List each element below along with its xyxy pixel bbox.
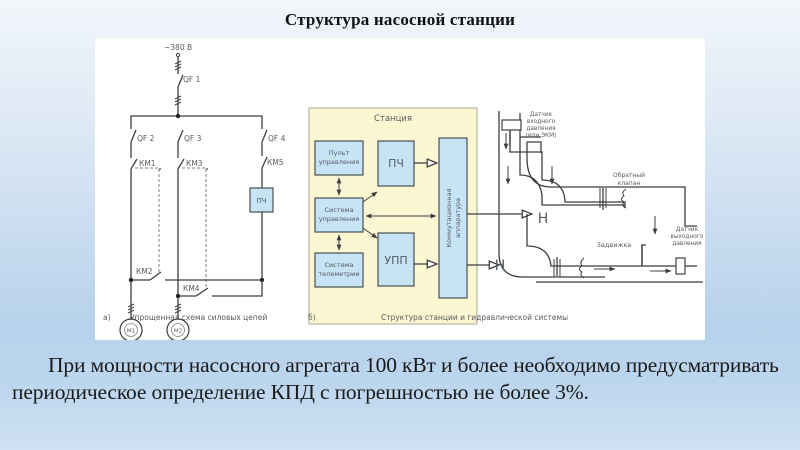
gate-valve-2-icon (579, 257, 585, 279)
switchgear-block (438, 137, 468, 299)
motor-m1-icon (119, 318, 143, 340)
inlet-sensor-label-line4: (или ЭКМ) (526, 133, 557, 139)
three-phase-mark-icon (174, 60, 182, 71)
inlet-pressure-sensor-icon (501, 119, 522, 131)
breaker-qf1-icon (177, 74, 184, 88)
breaker-qf2-icon (130, 129, 137, 143)
pump1-discharge-pipe (526, 142, 697, 227)
station-label: Станция (374, 114, 412, 124)
pump1-label: Н (538, 211, 549, 227)
slide-body-text: При мощности насосного агрегата 100 кВт … (12, 353, 779, 404)
telemetry-system-label-line1: Система (324, 261, 353, 269)
interlock-dot-icon (159, 168, 161, 170)
contactor-km1-label: КМ1 (139, 159, 156, 168)
motor-m1-label: М1 (127, 329, 135, 335)
power-circuit-schematic: ~380 В QF 1 QF 2 (103, 43, 286, 340)
breaker-qf3-label: QF 3 (184, 134, 202, 143)
interlock-dot-icon (206, 168, 208, 170)
motor-m2-label: М2 (174, 329, 182, 335)
contactor-km1-icon (130, 158, 138, 170)
vfd-block (377, 140, 415, 187)
breaker-qf2-label: QF 2 (137, 134, 155, 143)
contactor-km5-icon (261, 156, 268, 169)
junction-icon (128, 277, 134, 283)
switchgear-label-line1: Коммутационная (445, 188, 453, 247)
contactor-km4-icon (195, 287, 209, 297)
control-system-label-line2: управления (319, 215, 360, 223)
contactor-km3-icon (177, 158, 185, 170)
pump-station-diagram: ~380 В QF 1 QF 2 (103, 43, 704, 340)
contactor-km3-label: КМ3 (186, 159, 203, 168)
caption-a-letter: а) (103, 313, 111, 322)
outlet-header (641, 245, 676, 267)
outlet-sensor-label-line3: давления (672, 241, 701, 247)
soft-starter-block (377, 232, 415, 287)
breaker-qf1-label: QF 1 (183, 75, 201, 84)
caption-b-letter: б) (308, 313, 316, 322)
contactor-km4-label: КМ4 (183, 284, 200, 293)
contactor-km2-label: КМ2 (136, 267, 153, 276)
control-to-vfd-arrow (362, 191, 378, 203)
gate-valve-1-icon (621, 188, 627, 209)
km3-km4-interlock (182, 167, 207, 287)
motor-m2-icon (166, 318, 190, 340)
control-panel-label-line2: управления (319, 158, 360, 166)
switchgear-label-line2: аппаратура (454, 198, 462, 238)
breaker-qf4-icon (261, 129, 268, 143)
supply-voltage-label: ~380 В (164, 43, 192, 52)
control-panel-label-line1: Пульт (329, 149, 350, 157)
pump1-upper-wall (527, 141, 542, 153)
vfd-label: ПЧ (388, 157, 404, 170)
inlet-sensor-label-line1: Датчик (530, 112, 553, 118)
gate-valve-label: Задвижка (597, 241, 631, 249)
control-to-softstarter-arrow (362, 227, 378, 239)
outlet-sensor-label-line2: выходного (671, 234, 704, 240)
main-busbar (130, 115, 263, 129)
hydraulic-system: Н Н (495, 111, 704, 283)
caption-b-text: Структура станции и гидравлической систе… (381, 313, 568, 322)
control-panel-block (314, 140, 364, 176)
caption-a-text: Упрощенная схема силовых цепей (130, 313, 267, 322)
pump2-label: Н (495, 258, 506, 274)
outlet-sensor-label-line1: Датчик (676, 227, 699, 233)
breaker-qf4-label: QF 4 (268, 134, 286, 143)
power-circuit-vfd-label: ПЧ (256, 197, 266, 205)
station-structure-diagram: Станция Пульт управления Система управле… (308, 107, 704, 325)
soft-starter-label: УПП (384, 254, 407, 267)
inlet-sensor-label-line3: давления (526, 126, 555, 132)
three-phase-mark-icon (174, 95, 182, 106)
check-valve-label-line1: Обратный (613, 172, 645, 179)
pump2-discharge-pipe (526, 214, 646, 267)
contactor-km2-icon (149, 271, 162, 281)
suction-pipe-outer (498, 111, 605, 278)
km1-km2-interlock (135, 167, 160, 272)
control-system-label-line1: Система (324, 206, 353, 214)
slide-title: Структура насосной станции (284, 10, 516, 29)
pump1-outer-wall (509, 130, 626, 208)
bus-junction-icon (175, 113, 181, 119)
pump-station-figure: ~380 В QF 1 QF 2 (95, 38, 705, 340)
suction-pipe-inner (519, 113, 625, 206)
inlet-sensor-label-line2: входного (527, 119, 556, 125)
outlet-pressure-sensor-icon (675, 257, 686, 275)
km4-output-wire (212, 280, 263, 297)
control-system-block (314, 197, 364, 233)
breaker-qf3-icon (177, 129, 184, 143)
supply-terminal-icon (175, 52, 181, 58)
telemetry-system-label-line2: телеметрии (318, 270, 359, 278)
check-valve-label-line2: клапан (618, 180, 641, 187)
telemetry-system-block (314, 252, 364, 288)
contactor-km5-label: КМ5 (267, 158, 284, 167)
junction-icon (175, 293, 181, 299)
